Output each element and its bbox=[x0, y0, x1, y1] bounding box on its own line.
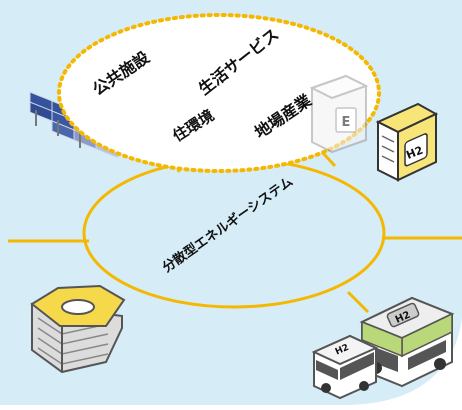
large-bus-icon: H2 bbox=[359, 296, 455, 388]
community-circle bbox=[57, 13, 381, 173]
battery-label: E bbox=[342, 115, 351, 130]
ring-tick-top-right bbox=[320, 150, 337, 168]
battery-icon: E bbox=[309, 74, 369, 154]
small-bus-icon: H2 bbox=[311, 334, 379, 400]
building-icon bbox=[30, 284, 126, 374]
hydrogen-tank-label: H2 bbox=[404, 144, 425, 162]
hydrogen-tank-icon: H2 bbox=[375, 102, 439, 182]
connector-bottom-right bbox=[346, 290, 370, 314]
